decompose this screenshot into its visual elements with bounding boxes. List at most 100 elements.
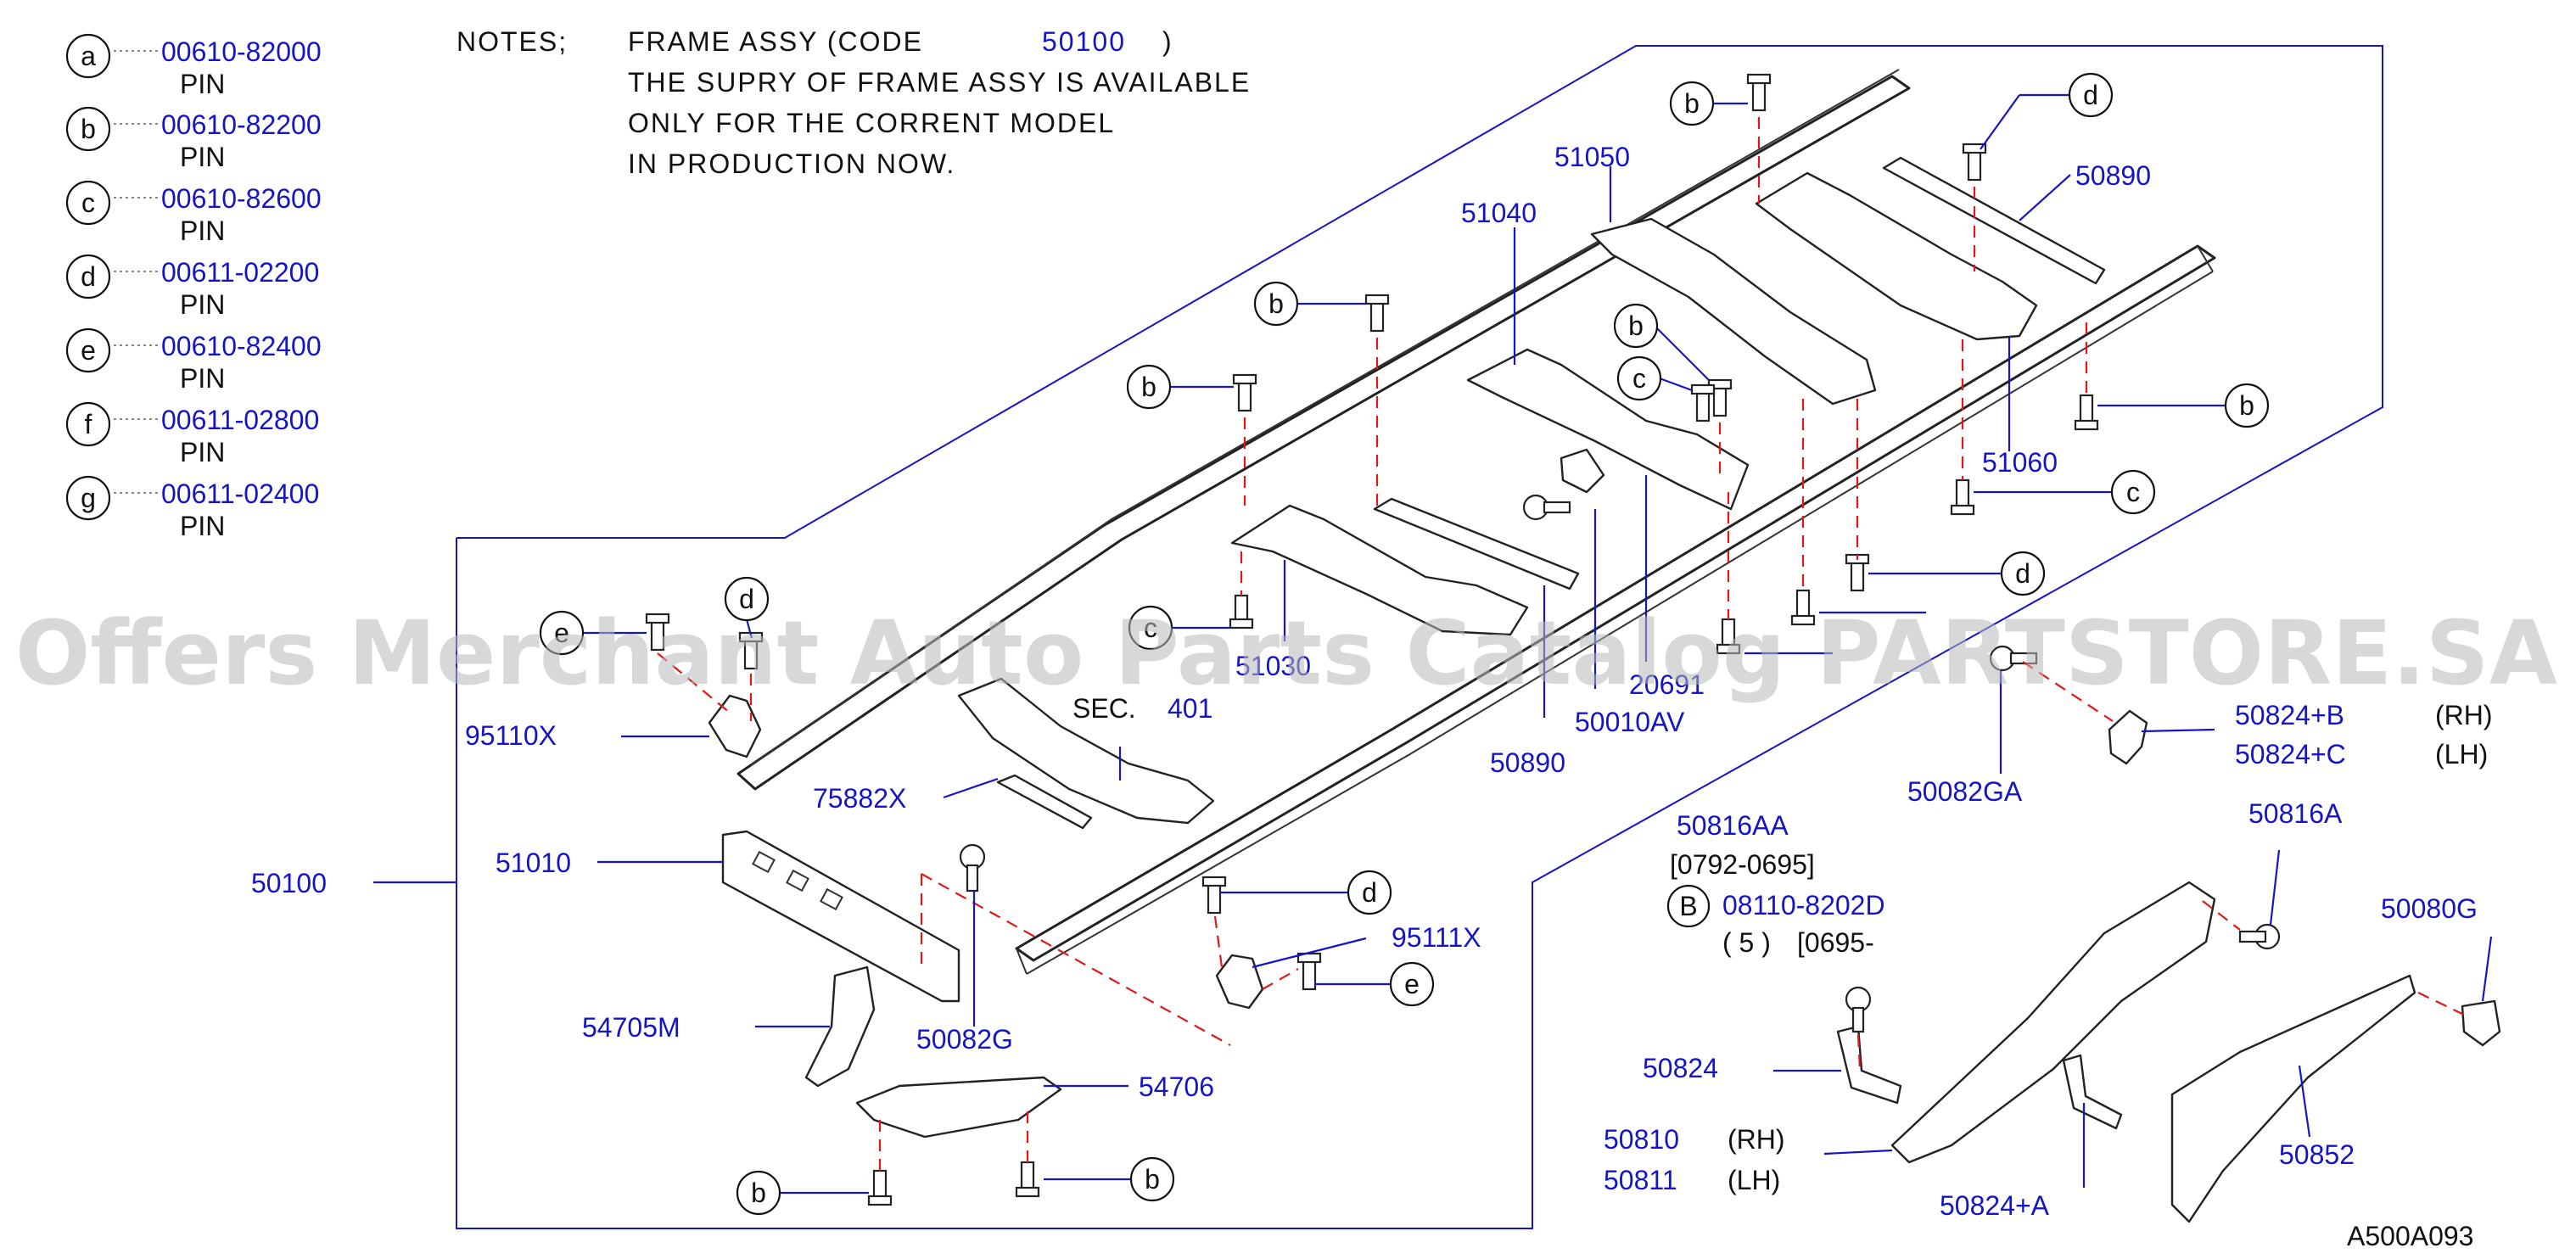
part-labels: 51050 50890 51040 51060 51030 20691 5001… <box>251 142 2493 1251</box>
legend-part-number: 00610-82200 <box>161 109 322 140</box>
callout-d: d <box>2015 558 2030 589</box>
svg-text:): ) <box>1162 26 1173 57</box>
crossmember-75882X <box>957 677 1215 825</box>
legend-part-number: 00610-82600 <box>161 183 322 214</box>
label-08110-8202D: 08110-8202D <box>1722 890 1885 920</box>
label-50890-top: 50890 <box>2075 160 2151 191</box>
bracket-95110X <box>708 694 762 758</box>
label-50816AA: 50816AA <box>1677 810 1789 841</box>
assembly-boundary <box>456 45 2383 1229</box>
callout-b: b <box>1141 372 1156 402</box>
label-75882X: 75882X <box>813 783 906 814</box>
bracket-50824A <box>2062 1054 2123 1130</box>
label-50811: 50811 <box>1604 1165 1677 1195</box>
callout-b: b <box>1684 88 1700 119</box>
legend-item-b: b 00610-82200 PIN <box>65 106 322 172</box>
notes-frame-code: 50100 <box>1042 26 1126 57</box>
notes-line-1: FRAME ASSY (CODE <box>628 26 923 57</box>
callout-b: b <box>2239 390 2254 421</box>
callout-b: b <box>1268 288 1284 319</box>
label-20691: 20691 <box>1629 669 1705 700</box>
bracket-20691 <box>1560 448 1605 494</box>
label-50010AV: 50010AV <box>1575 707 1685 737</box>
legend-desc: PIN <box>180 363 225 394</box>
notes-line-3: ONLY FOR THE CORRENT MODEL <box>628 108 1115 138</box>
callout-b: b <box>1145 1164 1160 1195</box>
legend-desc: PIN <box>180 215 225 246</box>
label-50852: 50852 <box>2279 1139 2355 1170</box>
crossmember-51050 <box>1590 217 1877 406</box>
figure-code: A500A093 <box>2347 1221 2473 1251</box>
callout-e: e <box>1404 969 1420 999</box>
callout-d: d <box>2083 80 2098 110</box>
legend-item-e: e 00610-82400 PIN <box>65 327 322 394</box>
label-50824C-side: (LH) <box>2435 739 2488 769</box>
legend-desc: PIN <box>180 289 225 320</box>
torsion-rod-50890-mid <box>1373 497 1580 590</box>
crossmember-51040 <box>1466 348 1750 511</box>
label-50082G: 50082G <box>916 1024 1013 1055</box>
legend-part-number: 00611-02800 <box>161 405 319 435</box>
legend-part-number: 00611-02400 <box>161 478 319 509</box>
callout-c: c <box>2126 477 2140 507</box>
label-51050: 51050 <box>1554 142 1630 172</box>
bumper-51010 <box>721 830 960 1003</box>
legend-part-number: 00610-82400 <box>161 331 322 361</box>
label-50810-side: (RH) <box>1728 1124 1785 1155</box>
label-51060: 51060 <box>1982 447 2058 478</box>
callout-c: c <box>1632 363 1646 394</box>
label-50824C: 50824+C <box>2235 739 2346 769</box>
legend-desc: PIN <box>180 142 225 172</box>
bracket-95111X <box>1215 954 1264 1010</box>
callout-d: d <box>1362 877 1377 908</box>
label-sec-401[interactable]: 401 <box>1168 693 1212 724</box>
label-08110-qty: ( 5 ) <box>1722 927 1771 958</box>
label-51030: 51030 <box>1235 651 1311 681</box>
legend-item-f: f 00611-02800 PIN <box>65 401 319 467</box>
label-50810: 50810 <box>1604 1124 1679 1155</box>
label-50082GA: 50082GA <box>1907 776 2023 807</box>
legend: a 00610-82000 PIN b 00610-82200 PIN c 00… <box>65 33 322 541</box>
svg-text:e: e <box>81 335 96 366</box>
label-50080G: 50080G <box>2381 893 2478 924</box>
label-08110-range: [0695- <box>1797 927 1874 958</box>
bumper-rail-75882X-small <box>996 774 1093 830</box>
label-50890-mid: 50890 <box>1490 747 1565 778</box>
svg-text:a: a <box>81 41 96 71</box>
fasteners <box>645 73 2281 1206</box>
label-54706: 54706 <box>1139 1072 1214 1102</box>
label-51010: 51010 <box>496 848 571 878</box>
crossmember-51060 <box>1755 171 2038 341</box>
clip-50080G <box>2461 999 2501 1047</box>
notes-line-2: THE SUPRY OF FRAME ASSY IS AVAILABLE <box>628 67 1251 98</box>
svg-text:g: g <box>81 483 96 513</box>
lower-right-parts <box>1836 709 2501 1223</box>
legend-part-number: 00611-02200 <box>161 257 319 288</box>
bracket-54705M <box>804 965 876 1088</box>
label-50816AA-range: [0792-0695] <box>1670 849 1815 880</box>
label-50824B: 50824+B <box>2235 700 2344 730</box>
label-50816A: 50816A <box>2248 798 2343 829</box>
callout-B: B <box>1679 891 1697 921</box>
callout-B-circle <box>1666 884 1711 928</box>
legend-item-d: d 00611-02200 PIN <box>65 254 319 320</box>
label-95110X: 95110X <box>465 720 557 751</box>
torsion-rod-50890-top <box>1882 156 2106 285</box>
label-50824B-side: (RH) <box>2435 700 2493 730</box>
watermark: Offers Merchant Auto Parts Catalog PARTS… <box>15 602 2557 705</box>
legend-item-g: g 00611-02400 PIN <box>65 475 319 541</box>
label-54705M: 54705M <box>582 1012 680 1043</box>
letter-callouts: b d b b b c b c d c e d d e b b <box>539 72 2270 1216</box>
legend-desc: PIN <box>180 511 225 541</box>
callout-b: b <box>1628 311 1644 341</box>
notes-heading: NOTES; <box>456 26 568 57</box>
svg-text:b: b <box>81 114 96 144</box>
legend-desc: PIN <box>180 69 225 99</box>
plate-54706 <box>855 1076 1062 1139</box>
bracket-50824 <box>1836 1025 1902 1105</box>
label-sec: SEC. <box>1072 693 1136 724</box>
callout-d: d <box>739 584 754 614</box>
step-bracket-50810 <box>1890 881 2216 1164</box>
assembly-lines <box>657 117 2465 1171</box>
